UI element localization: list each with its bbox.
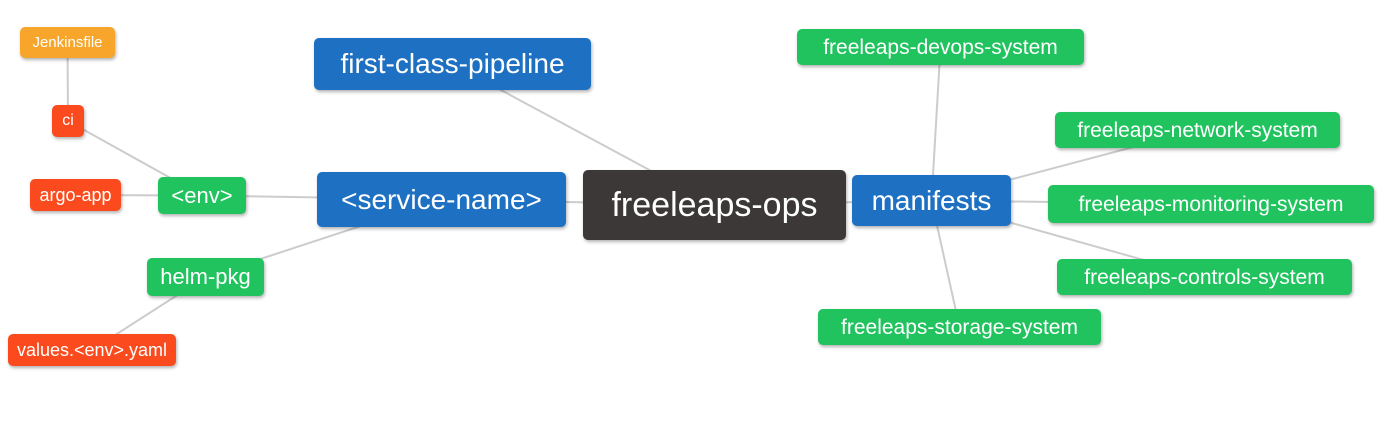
mindmap-node-jenkinsfile[interactable]: Jenkinsfile [20, 27, 115, 58]
mindmap-node-freeleaps-controls-system[interactable]: freeleaps-controls-system [1057, 259, 1352, 295]
mindmap-node-first-class-pipeline[interactable]: first-class-pipeline [314, 38, 591, 90]
mindmap-node-freeleaps-devops-system[interactable]: freeleaps-devops-system [797, 29, 1084, 65]
mindmap-node-values-env-yaml[interactable]: values.<env>.yaml [8, 334, 176, 366]
mindmap-node-argo-app[interactable]: argo-app [30, 179, 121, 211]
mindmap-node-ci[interactable]: ci [52, 105, 84, 137]
mindmap-node-service-name[interactable]: <service-name> [317, 172, 566, 227]
mindmap-node-freeleaps-network-system[interactable]: freeleaps-network-system [1055, 112, 1340, 148]
mindmap-node-freeleaps-ops[interactable]: freeleaps-ops [583, 170, 846, 240]
mindmap-node-helm-pkg[interactable]: helm-pkg [147, 258, 264, 296]
mindmap-node-manifests[interactable]: manifests [852, 175, 1011, 226]
edge-manifests-freeleaps-devops-system [930, 46, 942, 201]
mindmap-node-env[interactable]: <env> [158, 177, 246, 214]
mindmap-node-freeleaps-monitoring-system[interactable]: freeleaps-monitoring-system [1048, 185, 1374, 223]
mindmap-node-freeleaps-storage-system[interactable]: freeleaps-storage-system [818, 309, 1101, 345]
